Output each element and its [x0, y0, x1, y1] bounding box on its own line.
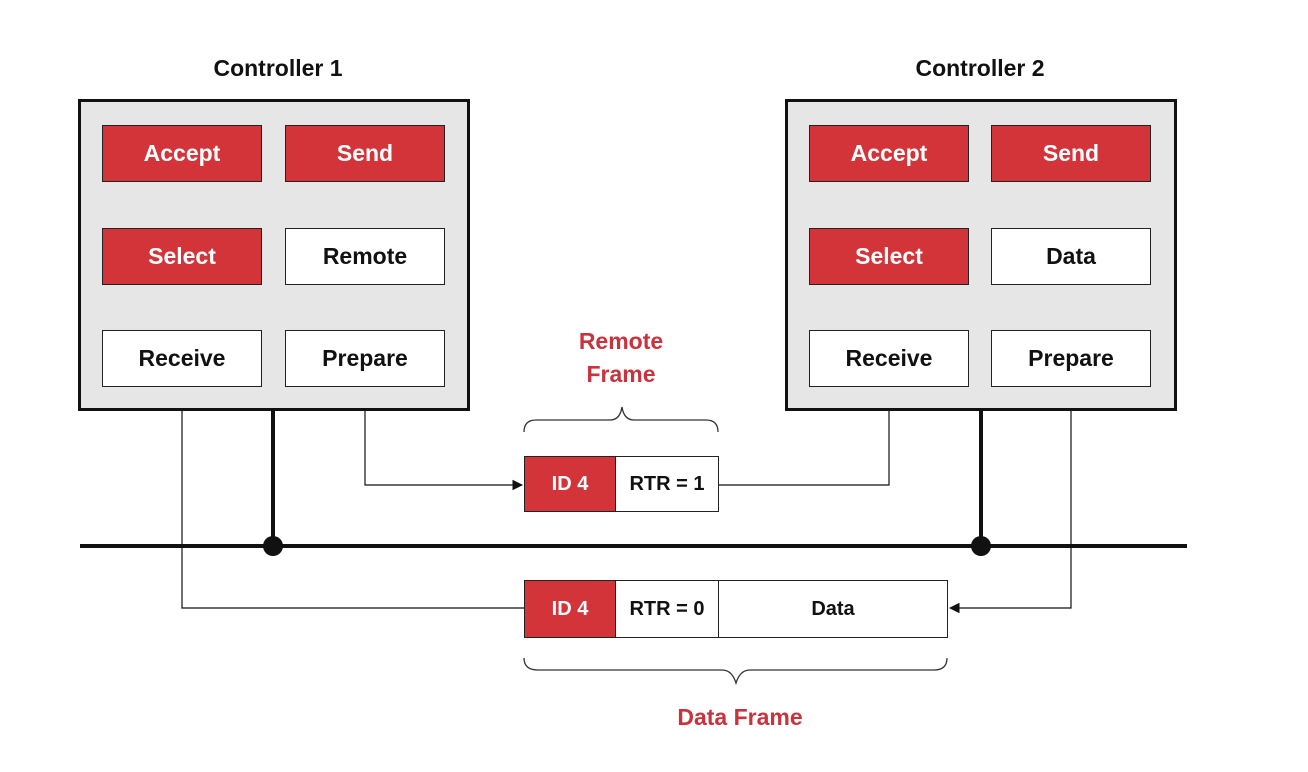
controller1-title: Controller 1 — [213, 55, 343, 81]
data-frame-rtr-cell: RTR = 0 — [615, 580, 719, 638]
remote-frame-label: Remote Frame — [540, 325, 702, 391]
c2-prepare-block: Prepare — [991, 330, 1151, 387]
remote-frame-to-c2-receive-path — [719, 388, 895, 486]
c1-select-block: Select — [102, 228, 262, 285]
c2-data-block: Data — [991, 228, 1151, 285]
controller1-bus-node — [263, 536, 283, 556]
c2-receive-block: Receive — [809, 330, 969, 387]
c2-accept-block: Accept — [809, 125, 969, 182]
data-frame-data-cell: Data — [718, 580, 948, 638]
controller2-title: Controller 2 — [915, 55, 1045, 81]
c1-send-block: Send — [285, 125, 445, 182]
c1-accept-block: Accept — [102, 125, 262, 182]
remote-frame-id-cell: ID 4 — [524, 456, 616, 512]
data-frame-label: Data Frame — [677, 704, 803, 730]
c1-receive-block: Receive — [102, 330, 262, 387]
c2-select-block: Select — [809, 228, 969, 285]
c2-prepare-to-data-frame-path — [948, 388, 1072, 614]
c1-prepare-block: Prepare — [285, 330, 445, 387]
remote-frame-label-line1: Remote — [578, 328, 664, 354]
c1-remote-block: Remote — [285, 228, 445, 285]
c2-send-block: Send — [991, 125, 1151, 182]
data-frame-to-c1-receive-path — [176, 388, 524, 609]
c1-prepare-to-remote-frame-path — [364, 388, 524, 491]
data-frame-brace — [523, 657, 948, 686]
remote-frame-brace — [523, 406, 719, 433]
data-frame-id-cell: ID 4 — [524, 580, 616, 638]
remote-frame-rtr-cell: RTR = 1 — [615, 456, 719, 512]
controller2-bus-node — [971, 536, 991, 556]
remote-frame-label-line2: Frame — [586, 361, 656, 387]
